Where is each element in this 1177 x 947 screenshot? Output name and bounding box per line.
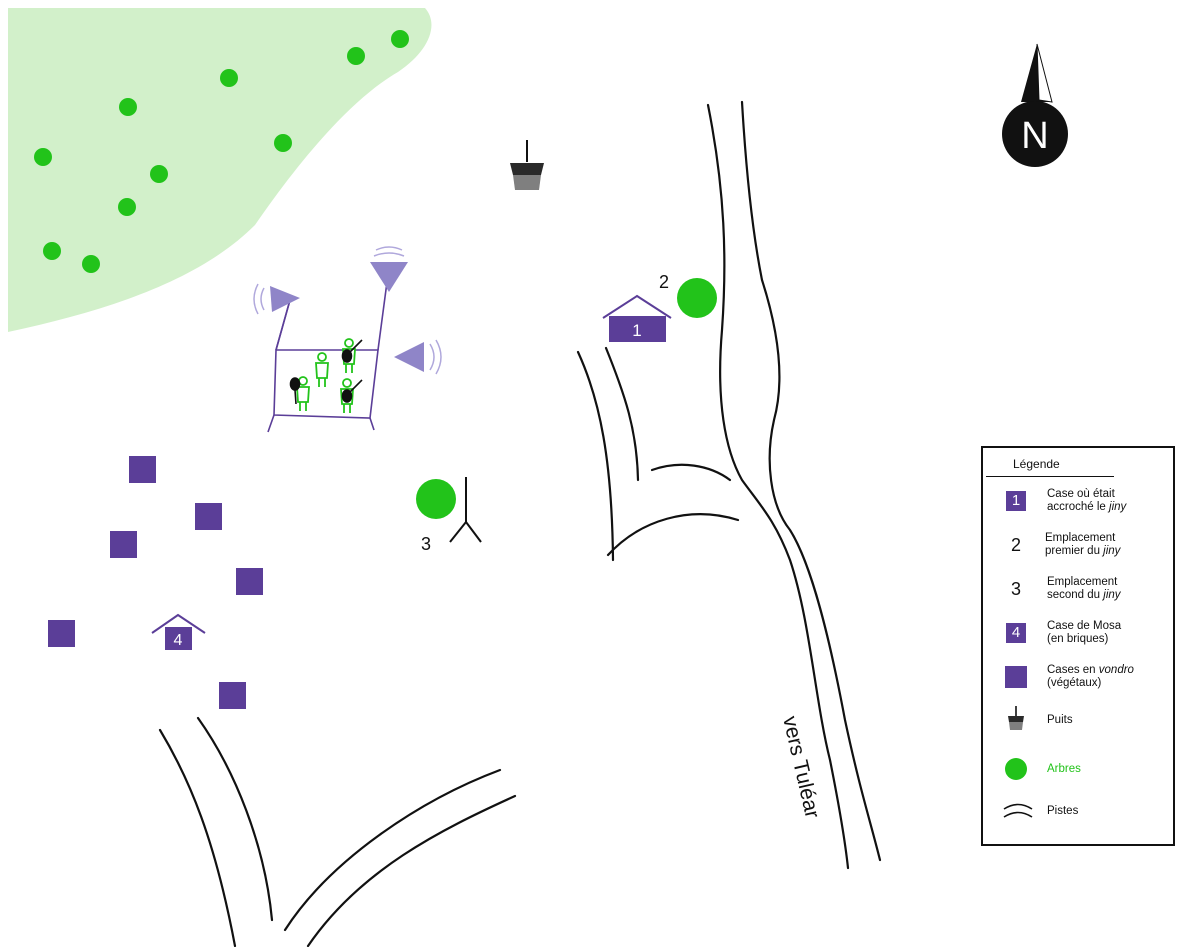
legend-text: Arbres [1047, 763, 1081, 775]
vondro-house [219, 682, 246, 709]
forest-trees [34, 30, 409, 273]
legend-text: Case de Mosa [1047, 620, 1122, 632]
site-3-marker-icon [449, 477, 482, 543]
tree-icon [43, 242, 61, 260]
vondro-houses [48, 456, 263, 709]
speaker-icon [370, 262, 408, 292]
legend-text: Emplacement [1045, 532, 1116, 544]
vondro-house [195, 503, 222, 530]
guitar-icon [289, 377, 301, 405]
case-1-number: 1 [632, 321, 641, 340]
legend-text: jiny [1103, 589, 1121, 601]
well-icon [1008, 706, 1024, 730]
legend-text: premier du [1045, 545, 1104, 557]
case-4-house: 4 [151, 613, 206, 650]
forest-area [8, 8, 432, 332]
legend-symbol-3: 3 [1010, 579, 1021, 599]
tree-icon [119, 98, 137, 116]
guitar-icon [341, 339, 363, 363]
site-3-number: 3 [421, 534, 431, 554]
person-icon [315, 352, 329, 387]
tree-icon [416, 479, 456, 519]
speaker-icons [253, 246, 442, 375]
road-label: vers Tuléar [778, 714, 824, 820]
tree-icon [118, 198, 136, 216]
vondro-house [110, 531, 137, 558]
legend-text: Cases en [1047, 664, 1099, 676]
legend-text: second du [1047, 589, 1104, 601]
tree-icon [1005, 758, 1027, 780]
tree-icon [220, 69, 238, 87]
legend-symbol-1: 1 [1006, 491, 1026, 511]
vondro-house [129, 456, 156, 483]
vondro-house-icon [1005, 666, 1027, 688]
guitar-icon [341, 379, 363, 403]
legend-symbol-2: 2 [1010, 535, 1021, 555]
legend-text: (en briques) [1047, 633, 1109, 645]
tree-icon [34, 148, 52, 166]
well-icon [510, 140, 544, 190]
tree-icon [347, 47, 365, 65]
tree-icon [274, 134, 292, 152]
legend-text: Emplacement [1047, 576, 1118, 588]
legend-text: jiny [1109, 501, 1127, 513]
north-arrow-icon: N [1002, 43, 1068, 167]
speaker-icon [270, 286, 300, 312]
legend-text: Pistes [1047, 805, 1079, 817]
legend-text: accroché le [1047, 501, 1110, 513]
site-2-number: 2 [659, 272, 669, 292]
vondro-house [48, 620, 75, 647]
legend-symbol-4: 4 [1006, 623, 1026, 643]
tree-icon [82, 255, 100, 273]
compass-letter: N [1021, 115, 1048, 157]
legend-text: Case où était [1047, 488, 1115, 500]
tree-icon [150, 165, 168, 183]
legend-text: vondro [1098, 664, 1134, 676]
legend: Légende 1 Case où était accroché le jiny… [981, 446, 1175, 846]
legend-divider [986, 476, 1114, 477]
case-4-number: 4 [174, 632, 183, 649]
legend-title: Légende [1013, 457, 1060, 471]
legend-text: jiny [1103, 545, 1121, 557]
instrument-icons [289, 339, 363, 405]
vondro-house [236, 568, 263, 595]
tracks [158, 100, 882, 947]
speaker-icon [394, 342, 424, 372]
tree-icon [391, 30, 409, 48]
legend-text: (végétaux) [1047, 677, 1102, 689]
tree-icon [677, 278, 717, 318]
legend-text: Puits [1047, 714, 1073, 726]
case-1-house: 1 [602, 294, 672, 342]
track-icon [1003, 803, 1033, 818]
